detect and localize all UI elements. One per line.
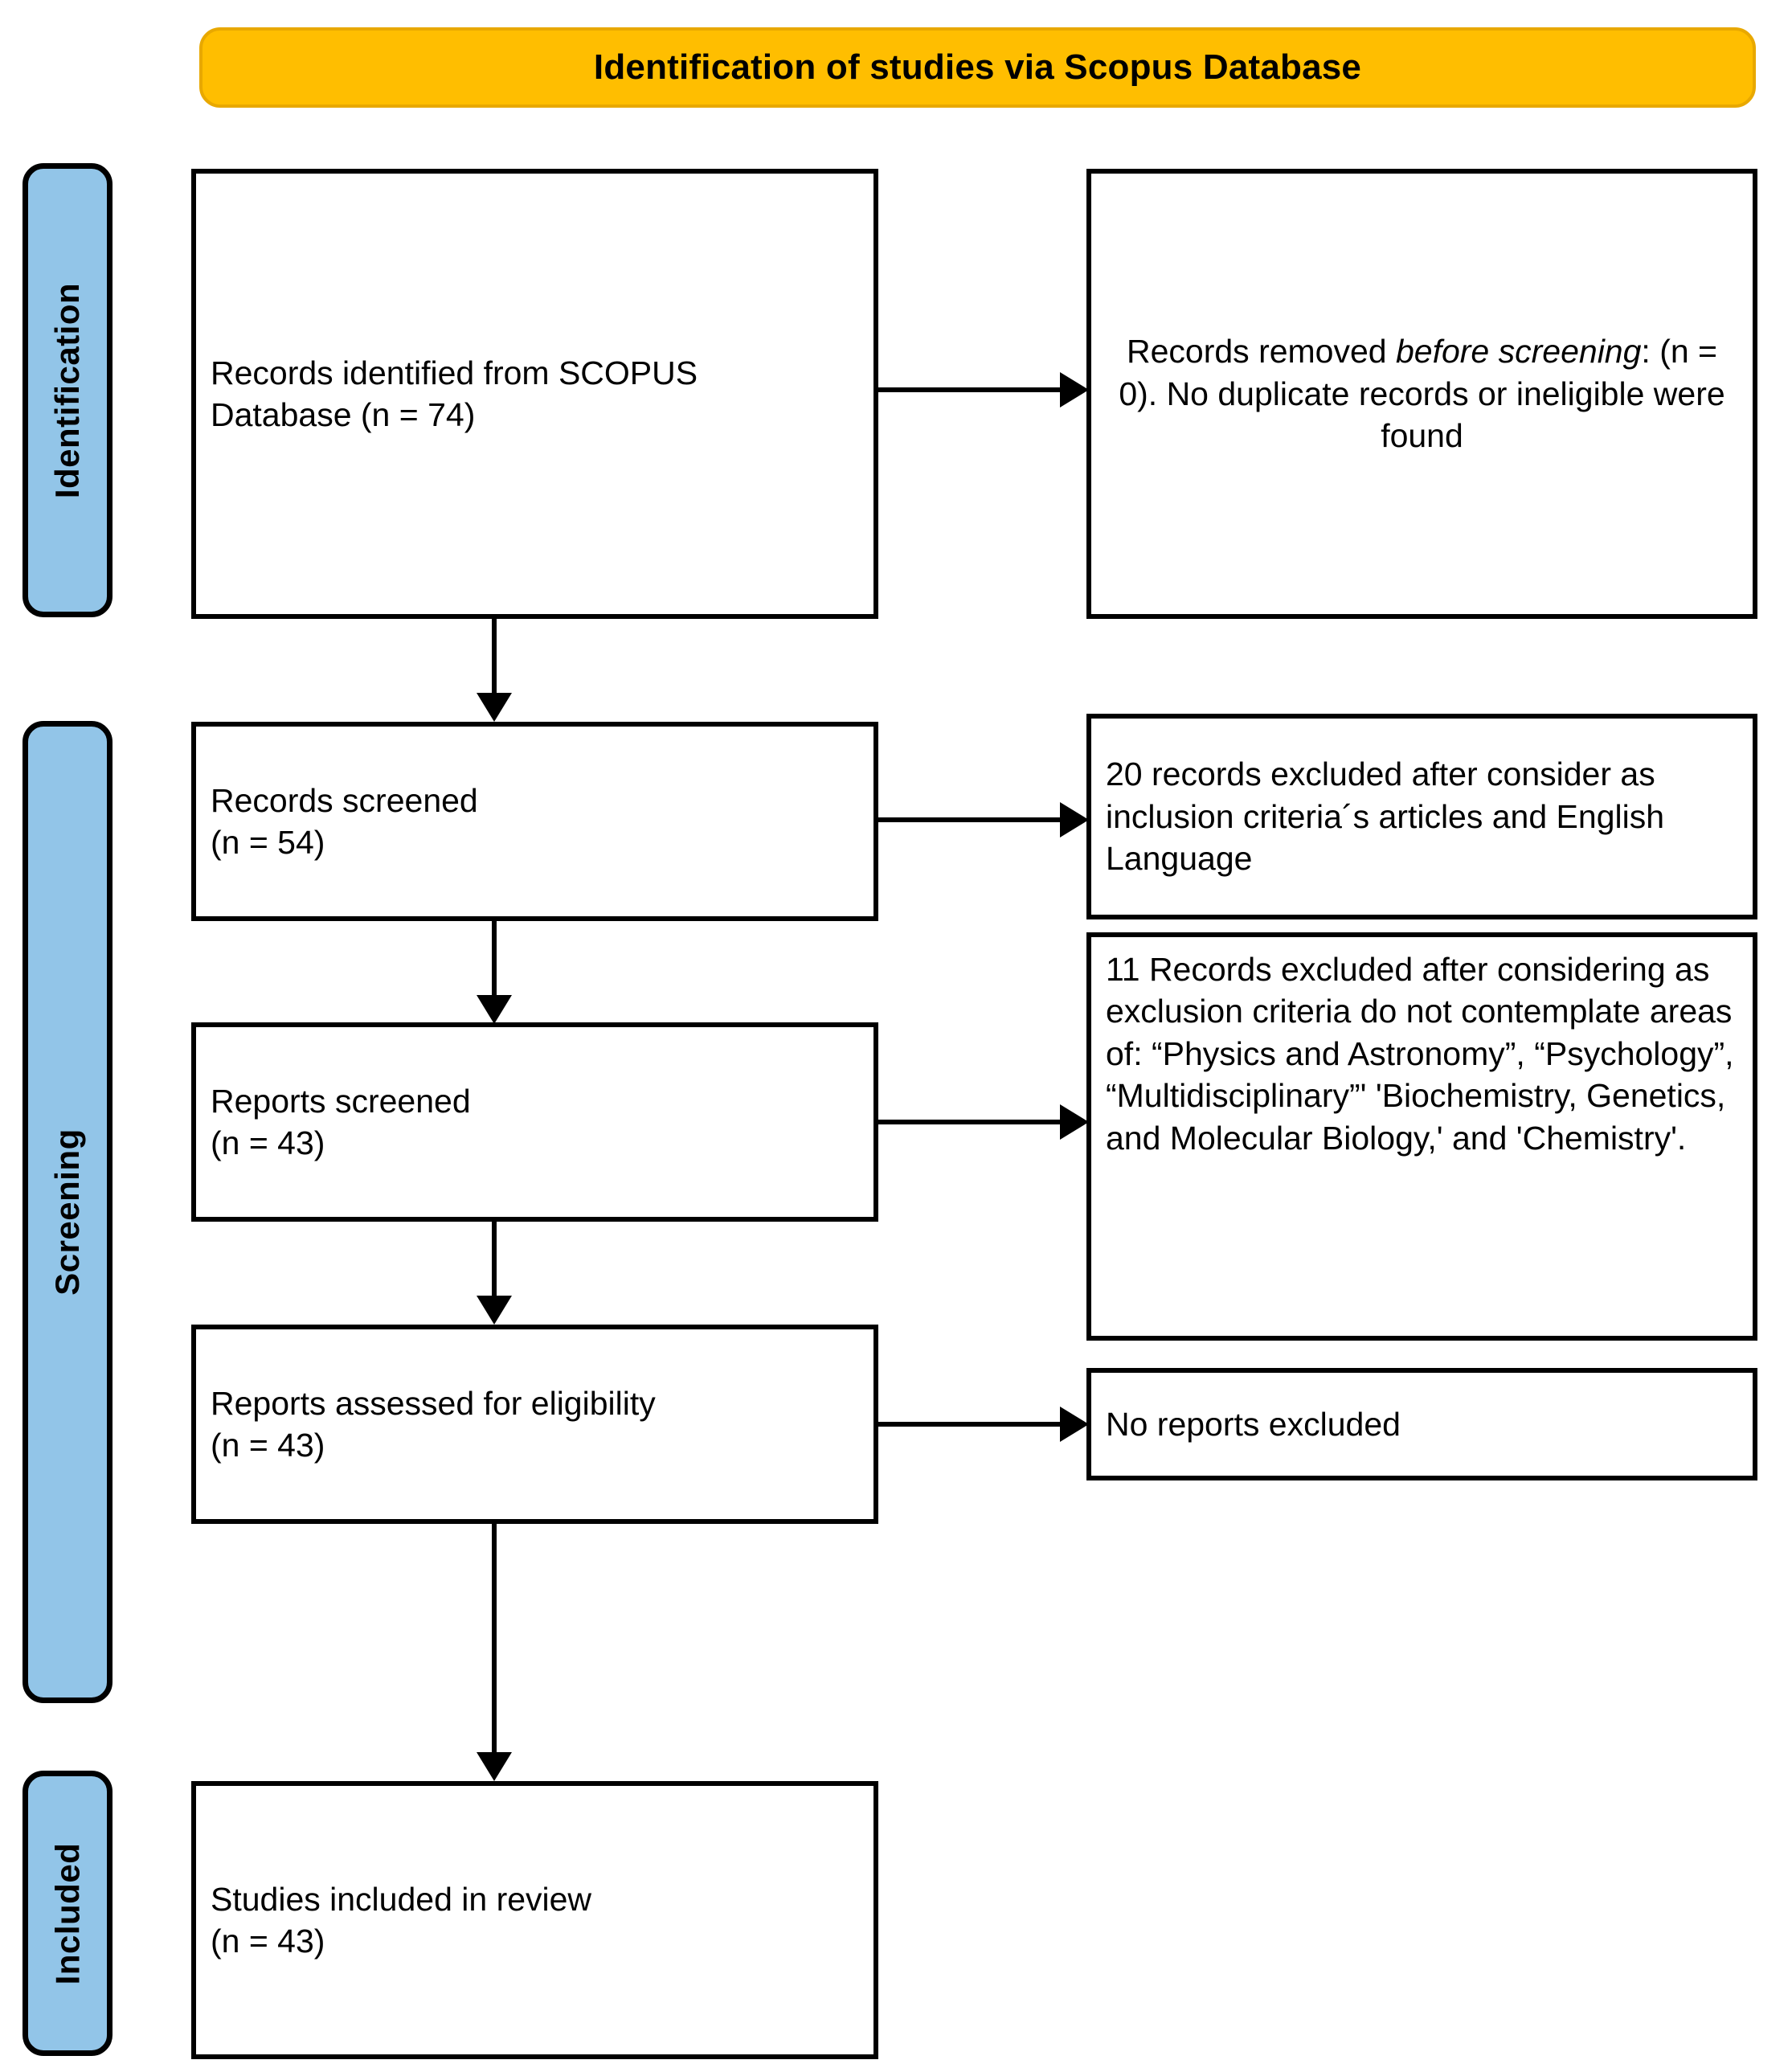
box-records-removed: Records removed before screening: (n = 0…	[1086, 169, 1757, 619]
box-reports-assessed: Reports assessed for eligibility (n = 43…	[191, 1325, 878, 1524]
box-records-excluded-20-text: 20 records excluded after consider as in…	[1106, 756, 1665, 878]
reports-assessed-line2: (n = 43)	[211, 1427, 325, 1464]
arrow-reports-screened-to-assessed	[470, 1222, 518, 1325]
stage-pill-screening: Screening	[23, 721, 113, 1703]
records-identified-line1: Records identified from SCOPUS	[211, 354, 698, 391]
box-reports-screened-text: Reports screened (n = 43)	[196, 1080, 873, 1165]
box-no-reports-excluded-text: No reports excluded	[1106, 1405, 1401, 1443]
arrow-reports-screened-to-excluded11	[878, 1098, 1089, 1146]
box-records-identified: Records identified from SCOPUS Database …	[191, 169, 878, 619]
box-records-excluded-11: 11 Records excluded after considering as…	[1086, 932, 1757, 1341]
box-records-excluded-11-text: 11 Records excluded after considering as…	[1106, 951, 1734, 1157]
arrow-assessed-to-no-excluded	[878, 1400, 1089, 1448]
reports-screened-line2: (n = 43)	[211, 1124, 325, 1161]
arrow-screened-to-excluded20	[878, 796, 1089, 844]
box-records-removed-text: Records removed before screening: (n = 0…	[1091, 330, 1753, 457]
arrow-identified-to-removed	[878, 366, 1089, 414]
records-screened-line2: (n = 54)	[211, 824, 325, 861]
box-records-screened: Records screened (n = 54)	[191, 722, 878, 921]
box-reports-screened: Reports screened (n = 43)	[191, 1022, 878, 1222]
stage-pill-identification: Identification	[23, 163, 113, 617]
records-identified-line2: Database (n = 74)	[211, 396, 476, 433]
records-removed-prefix: Records removed	[1127, 333, 1396, 371]
records-removed-italic: before screening	[1395, 333, 1642, 371]
box-no-reports-excluded: No reports excluded	[1086, 1368, 1757, 1480]
box-studies-included: Studies included in review (n = 43)	[191, 1781, 878, 2059]
phase-banner-identification: Identification of studies via Scopus Dat…	[199, 27, 1756, 108]
stage-pill-included: Included	[23, 1771, 113, 2056]
records-screened-line1: Records screened	[211, 781, 478, 819]
box-studies-included-text: Studies included in review (n = 43)	[196, 1878, 873, 1963]
page-title: Identification of studies via Scopus Dat…	[593, 47, 1362, 87]
studies-included-line2: (n = 43)	[211, 1923, 325, 1960]
arrow-identified-to-screened	[470, 619, 518, 722]
arrow-assessed-to-included	[470, 1524, 518, 1781]
reports-screened-line1: Reports screened	[211, 1082, 471, 1120]
stage-label-identification: Identification	[48, 282, 86, 498]
records-removed-suffix: : (n = 0). No duplicate records or ineli…	[1119, 333, 1725, 455]
stage-label-included: Included	[48, 1842, 86, 1984]
reports-assessed-line1: Reports assessed for eligibility	[211, 1384, 656, 1422]
box-records-identified-text: Records identified from SCOPUS Database …	[196, 352, 873, 436]
box-reports-assessed-text: Reports assessed for eligibility (n = 43…	[196, 1382, 873, 1467]
box-records-excluded-20: 20 records excluded after consider as in…	[1086, 714, 1757, 919]
stage-label-screening: Screening	[48, 1128, 87, 1296]
studies-included-line1: Studies included in review	[211, 1880, 592, 1918]
box-records-screened-text: Records screened (n = 54)	[196, 780, 873, 864]
arrow-records-screened-to-reports-screened	[470, 921, 518, 1024]
